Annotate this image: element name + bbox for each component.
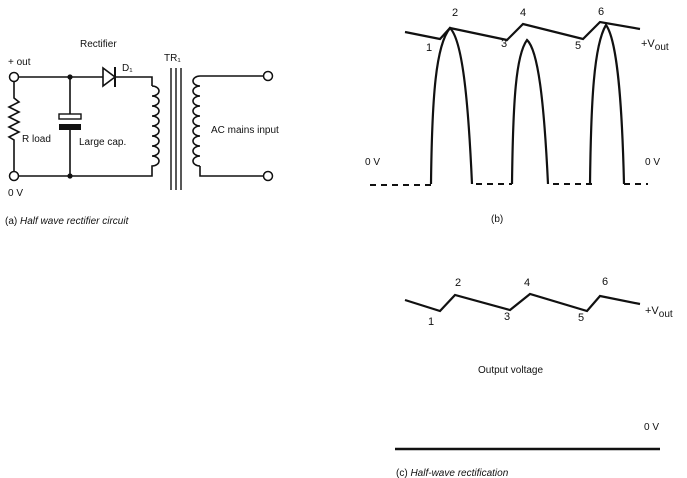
peak-label-b-6: 6 <box>598 6 604 18</box>
peak-label-c-6: 6 <box>602 276 608 288</box>
zero-v-label-b-left: 0 V <box>365 157 380 168</box>
peak-label-b-4: 4 <box>520 7 526 19</box>
rectifier-label: Rectifier <box>80 39 117 50</box>
transformer-label: TR₁ <box>164 53 181 64</box>
sine-pulse-3 <box>588 23 626 185</box>
peak-label-c-2: 2 <box>455 277 461 289</box>
zero-v-label-b-right: 0 V <box>645 157 660 168</box>
circuit-caption: (a) Half wave rectifier circuit <box>5 216 130 227</box>
primary-coil <box>192 75 201 167</box>
capacitor-label: Large cap. <box>79 137 126 148</box>
diode-symbol <box>102 66 117 88</box>
zero-v-label-c: 0 V <box>644 422 659 433</box>
bottom-wire <box>18 168 153 177</box>
peak-label-b-3: 3 <box>501 38 507 50</box>
peak-label-c-3: 3 <box>504 311 510 323</box>
caption-b: (b) <box>491 214 503 225</box>
ac-terminal-bottom <box>262 170 274 182</box>
output-voltage-label: Output voltage <box>478 365 543 376</box>
rectified-waveform-b: 1 2 3 4 5 6 +Vout 0 V 0 V (b) <box>365 6 669 225</box>
out-plus-label: + out <box>8 57 31 68</box>
transformer-core <box>170 68 182 190</box>
load-resistor <box>7 82 21 171</box>
half-wave-rectifier-circuit: + out Rectifier D₁ TR₁ R load Large cap.… <box>5 39 279 227</box>
capacitor-symbol <box>58 77 82 176</box>
sine-pulse-1 <box>429 26 474 185</box>
vout-label-c: +Vout <box>645 305 673 320</box>
output-ripple-c <box>404 292 641 313</box>
output-ripple-b <box>404 20 641 42</box>
zero-v-label: 0 V <box>8 188 23 199</box>
peak-label-c-5: 5 <box>578 312 584 324</box>
peak-label-b-1: 1 <box>426 42 432 54</box>
secondary-coil <box>151 85 160 168</box>
out-terminal-top <box>8 71 20 83</box>
out-terminal-bottom <box>8 170 20 182</box>
peak-label-b-5: 5 <box>575 40 581 52</box>
peak-label-c-4: 4 <box>524 277 530 289</box>
vout-label-b: +Vout <box>641 38 669 53</box>
caption-c: (c) Half-wave rectification <box>396 468 509 478</box>
diode-label: D₁ <box>122 63 133 74</box>
output-waveform-c: 1 2 3 4 5 6 +Vout Output voltage 0 V (c)… <box>395 276 673 478</box>
ac-input-label: AC mains input <box>211 125 279 136</box>
ac-terminal-top <box>262 70 274 82</box>
peak-label-b-2: 2 <box>452 7 458 19</box>
r-load-label: R load <box>22 134 51 145</box>
peak-label-c-1: 1 <box>428 316 434 328</box>
sine-pulse-2 <box>510 38 550 185</box>
